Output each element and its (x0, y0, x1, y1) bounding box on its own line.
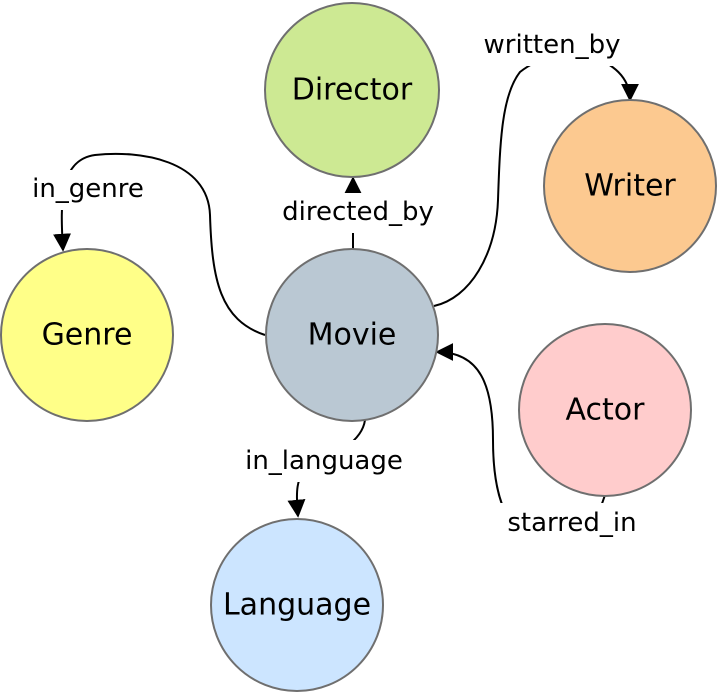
node-director: Director (264, 2, 440, 178)
node-writer: Writer (543, 99, 717, 273)
node-director-circle (264, 2, 440, 178)
edge-directed-by-label: directed_by (282, 197, 434, 227)
node-writer-circle (543, 99, 717, 273)
edge-starred-in-label: starred_in (507, 508, 636, 538)
node-genre-circle (0, 248, 174, 422)
node-language-circle (210, 518, 384, 692)
node-genre-label: Genre (42, 318, 133, 353)
edge-in-genre: in_genre (16, 152, 266, 336)
node-actor-label: Actor (566, 393, 646, 428)
edge-in-genre-label: in_genre (32, 174, 144, 204)
node-language: Language (210, 518, 384, 692)
edge-in-language: in_language (224, 419, 424, 518)
node-actor: Actor (518, 323, 692, 497)
edge-directed-by: directed_by (266, 176, 450, 250)
node-genre: Genre (0, 248, 174, 422)
node-movie-label: Movie (308, 318, 397, 353)
node-movie-circle (265, 248, 439, 422)
node-language-label: Language (223, 588, 371, 623)
edge-written-by-label: written_by (484, 30, 621, 60)
node-director-label: Director (292, 73, 413, 108)
edge-written-by: written_by (433, 24, 639, 307)
node-actor-circle (518, 323, 692, 497)
edge-in-language-label: in_language (245, 446, 403, 476)
node-movie: Movie (265, 248, 439, 422)
node-writer-label: Writer (584, 169, 676, 204)
edge-starred-in: starred_in (435, 343, 656, 543)
